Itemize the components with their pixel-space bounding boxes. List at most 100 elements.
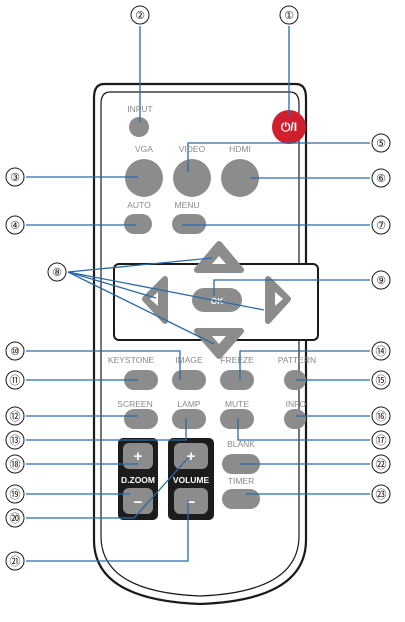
- keystone-label: KEYSTONE: [108, 355, 154, 365]
- callout-18-circle: [5, 454, 25, 474]
- leader-21: [26, 500, 189, 562]
- volume-label: VOLUME: [173, 475, 210, 485]
- callout-17-circle: [371, 430, 391, 450]
- callout-16-circle: [371, 406, 391, 426]
- leader-8d: [67, 271, 215, 345]
- image-button[interactable]: [172, 370, 206, 390]
- callout-12-circle: [5, 406, 25, 426]
- dzoom-plus-button[interactable]: [123, 443, 153, 469]
- callout-numbers: ① ② ③ ④ ⑧ ⑩ ⑪ ⑫ ⑬ ⑱ ⑲ ⑳ ㉑ ⑤ ⑥ ⑦ ⑨ ⑭: [5, 5, 391, 571]
- auto-button[interactable]: [124, 214, 152, 234]
- keystone-button[interactable]: [124, 370, 158, 390]
- callout-8-circle: [47, 262, 67, 282]
- callout-19-circle: [5, 484, 25, 504]
- arrow-left-glyph: [150, 292, 158, 306]
- callout-21: ㉑: [10, 555, 21, 568]
- callout-19: ⑲: [10, 488, 21, 501]
- video-label: VIDEO: [179, 144, 206, 154]
- hdmi-button[interactable]: [221, 159, 259, 197]
- callout-3: ③: [10, 171, 20, 184]
- callout-12: ⑫: [10, 410, 21, 423]
- hdmi-label: HDMI: [229, 144, 251, 154]
- callout-11-circle: [5, 370, 25, 390]
- callout-5-circle: [371, 133, 391, 153]
- freeze-button[interactable]: [220, 370, 254, 390]
- vga-label: VGA: [135, 144, 153, 154]
- callout-2-circle: [130, 5, 150, 25]
- leader-17: [237, 418, 370, 441]
- leader-lines: [26, 26, 370, 562]
- callout-23: ㉓: [376, 488, 387, 501]
- callout-4: ④: [10, 219, 20, 232]
- callout-15: ⑮: [376, 374, 387, 387]
- dzoom-minus-symbol: −: [134, 494, 143, 511]
- callout-1: ①: [284, 9, 294, 22]
- callout-13: ⑬: [10, 434, 21, 447]
- power-symbol: ⏻/I: [281, 120, 297, 134]
- menu-label: MENU: [174, 200, 199, 210]
- volume-plus-symbol: +: [187, 448, 196, 465]
- info-button[interactable]: [284, 409, 306, 429]
- leader-8b: [67, 271, 157, 299]
- menu-button[interactable]: [172, 214, 206, 234]
- callout-13-circle: [5, 430, 25, 450]
- leader-5: [187, 142, 370, 172]
- screen-button[interactable]: [124, 409, 158, 429]
- callout-18: ⑱: [10, 458, 21, 471]
- image-label: IMAGE: [175, 355, 203, 365]
- input-button[interactable]: [129, 117, 149, 137]
- mute-label: MUTE: [225, 399, 249, 409]
- callout-6-circle: [371, 168, 391, 188]
- volume-minus-button[interactable]: [174, 488, 208, 514]
- callout-4-circle: [5, 215, 25, 235]
- callout-14: ⑭: [376, 345, 387, 358]
- callout-2: ②: [135, 9, 145, 22]
- leader-8a: [67, 257, 213, 273]
- callout-10: ⑩: [10, 345, 20, 358]
- dzoom-label: D.ZOOM: [121, 475, 155, 485]
- vga-button[interactable]: [125, 159, 163, 197]
- leader-13: [26, 418, 187, 441]
- auto-label: AUTO: [127, 200, 151, 210]
- callout-3-circle: [5, 167, 25, 187]
- dzoom-plus-symbol: +: [134, 448, 143, 465]
- lamp-button[interactable]: [172, 409, 206, 429]
- info-label: INFO.: [286, 399, 309, 409]
- timer-label: TIMER: [228, 476, 254, 486]
- callout-22-circle: [371, 454, 391, 474]
- callout-11: ⑪: [10, 374, 21, 387]
- ok-button[interactable]: [192, 288, 242, 312]
- volume-minus-symbol: −: [187, 494, 196, 511]
- callout-15-circle: [371, 370, 391, 390]
- leader-8c: [67, 271, 265, 311]
- freeze-label: FREEZE: [220, 355, 254, 365]
- leader-20: [26, 457, 189, 519]
- callout-22: ㉒: [376, 458, 387, 471]
- callout-17: ⑰: [376, 434, 387, 447]
- dzoom-minus-button[interactable]: [123, 488, 153, 514]
- mute-button[interactable]: [220, 409, 254, 429]
- volume-plus-button[interactable]: [174, 443, 208, 469]
- leader-14: [239, 350, 370, 380]
- callout-9: ⑨: [376, 274, 386, 287]
- arrow-down-glyph: [212, 336, 226, 344]
- pattern-button[interactable]: [284, 370, 306, 390]
- callout-9-circle: [371, 270, 391, 290]
- remote-body-inner-outline: [100, 91, 300, 597]
- callout-5: ⑤: [376, 137, 386, 150]
- timer-button[interactable]: [222, 489, 260, 509]
- power-button[interactable]: [272, 110, 306, 144]
- callout-10-circle: [5, 341, 25, 361]
- callout-6: ⑥: [376, 172, 386, 185]
- callout-14-circle: [371, 341, 391, 361]
- pattern-label: PATTERN: [278, 355, 316, 365]
- callout-8: ⑧: [52, 266, 62, 279]
- callout-7: ⑦: [376, 219, 386, 232]
- video-button[interactable]: [173, 159, 211, 197]
- leader-9: [213, 279, 370, 296]
- blank-label: BLANK: [227, 439, 255, 449]
- callout-20: ⑳: [10, 512, 21, 525]
- callout-21-circle: [5, 551, 25, 571]
- leader-10: [26, 350, 181, 380]
